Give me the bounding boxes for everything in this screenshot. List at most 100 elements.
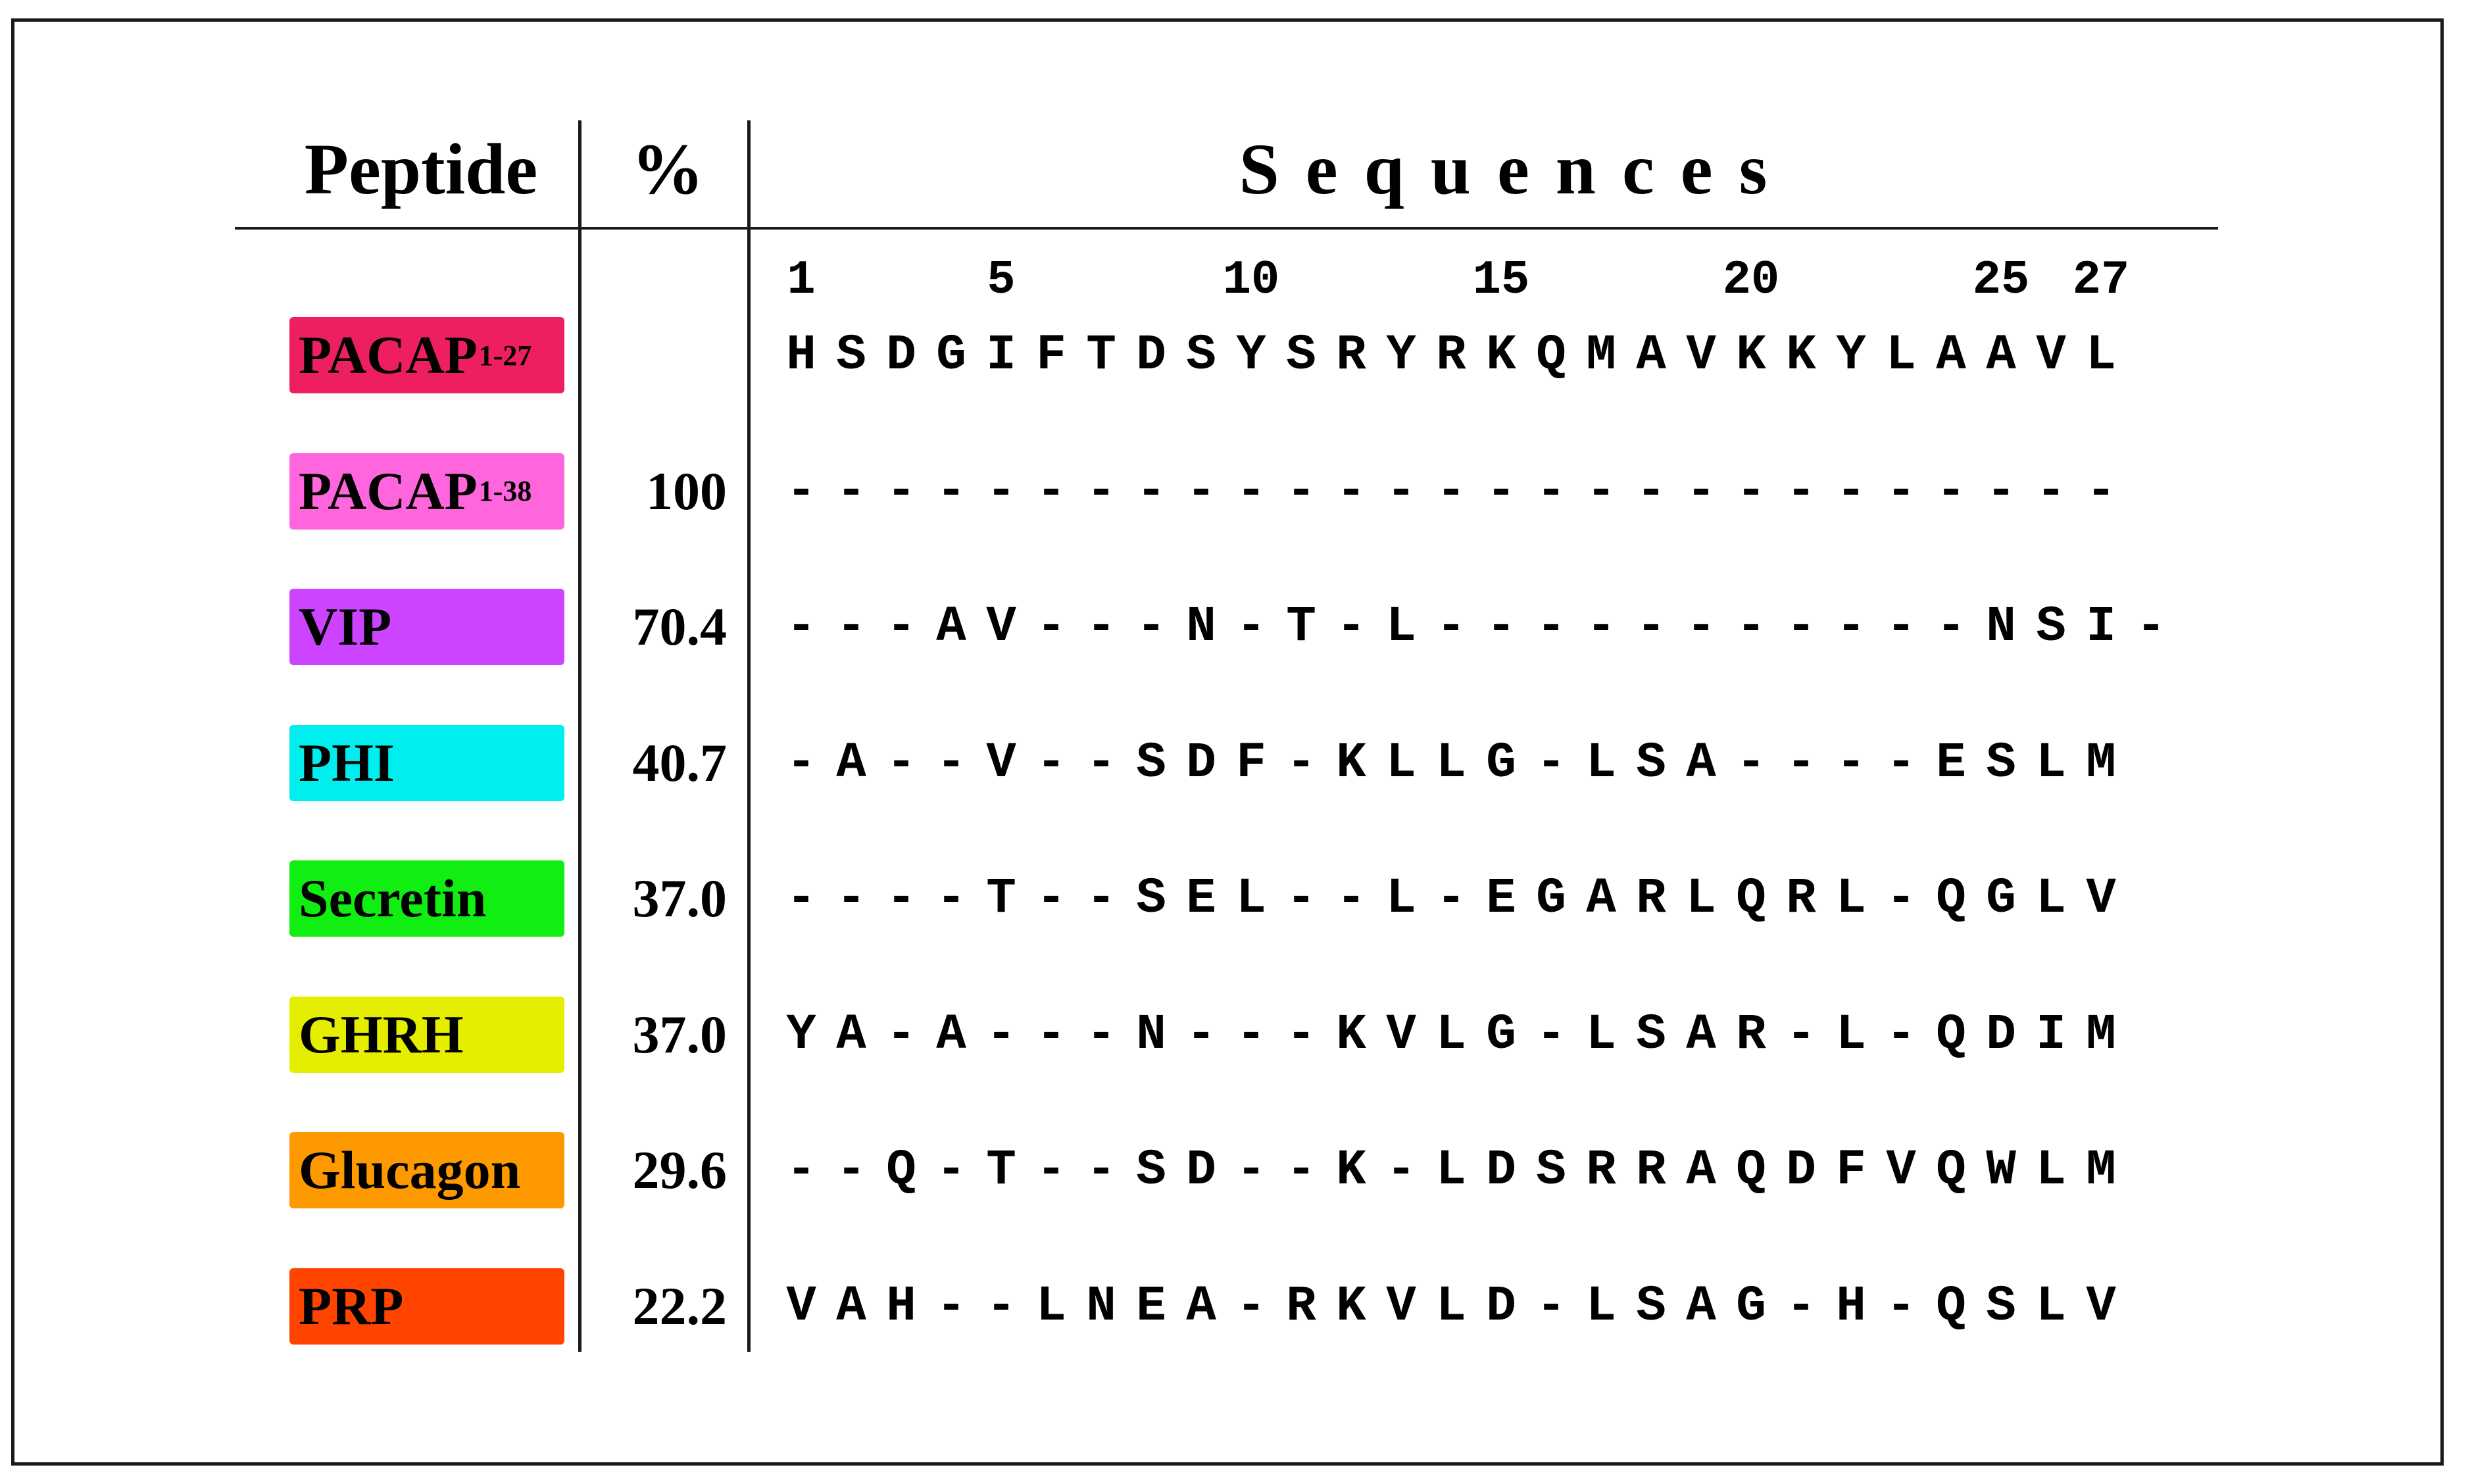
residue: R [1736, 1006, 1766, 1063]
identity-percent: 29.6 [632, 1140, 728, 1200]
residue: A [1186, 1277, 1216, 1335]
residue: - [886, 1006, 916, 1063]
residue: Q [1936, 1006, 1966, 1063]
residue: - [2036, 462, 2066, 520]
residue: - [836, 599, 866, 655]
residue: - [1886, 734, 1916, 791]
identity-percent: 22.2 [632, 1275, 728, 1336]
residue: - [1086, 870, 1116, 927]
residue: N [1086, 1277, 1116, 1335]
residue: - [1786, 462, 1816, 520]
residue: S [2036, 599, 2066, 655]
residue: - [1286, 1006, 1316, 1063]
residue: - [1336, 462, 1366, 520]
peptide-label: VIP [289, 589, 564, 665]
residue: - [836, 1142, 866, 1199]
residue: - [1886, 462, 1916, 520]
residue: - [2086, 462, 2116, 520]
residue: - [986, 1277, 1016, 1335]
residue: - [1836, 734, 1866, 791]
residue: L [1836, 870, 1866, 927]
residue: G [1536, 870, 1566, 927]
residue: L [1886, 327, 1916, 383]
residue: S [1136, 734, 1166, 791]
residue: - [786, 1142, 816, 1199]
residue: L [1436, 734, 1466, 791]
residue: V [1386, 1006, 1416, 1063]
residue: - [1286, 734, 1316, 791]
residue: - [1636, 599, 1666, 655]
residue: A [1586, 870, 1616, 927]
residue: - [936, 870, 966, 927]
residue: D [1486, 1142, 1516, 1199]
identity-percent [592, 317, 727, 393]
residue: - [1836, 462, 1866, 520]
residue: E [1136, 1277, 1166, 1335]
residue: A [1686, 1006, 1716, 1063]
residue: - [1336, 599, 1366, 655]
residue: Q [1936, 870, 1966, 927]
residue: L [2036, 870, 2066, 927]
residue: - [936, 1277, 966, 1335]
residue: E [1486, 870, 1516, 927]
residue: L [1586, 1006, 1616, 1063]
residue: A [1986, 327, 2016, 383]
residue: - [1086, 734, 1116, 791]
header-divider [235, 227, 2218, 230]
residue: K [1336, 734, 1366, 791]
residue: D [1986, 1006, 2016, 1063]
residue: Y [1836, 327, 1866, 383]
residue: V [2036, 327, 2066, 383]
residue: L [1386, 599, 1416, 655]
residue: H [1836, 1277, 1866, 1335]
header-sequences: Sequences [1239, 129, 1794, 209]
residue: - [886, 599, 916, 655]
residue: M [2086, 1006, 2116, 1063]
residue: L [1036, 1277, 1066, 1335]
residue: R [1586, 1142, 1616, 1199]
residue: - [1586, 462, 1616, 520]
column-divider-2 [747, 120, 751, 1352]
residue: - [936, 462, 966, 520]
residue: - [1036, 870, 1066, 927]
residue: S [1136, 1142, 1166, 1199]
position-number: 5 [987, 253, 1016, 307]
residue: - [836, 870, 866, 927]
peptide-label: PHI [289, 724, 564, 801]
residue: Q [886, 1142, 916, 1199]
residue: L [2036, 734, 2066, 791]
residue: G [1986, 870, 2016, 927]
residue: A [836, 734, 866, 791]
residue: E [1186, 870, 1216, 927]
residue: M [1586, 327, 1616, 383]
residue: - [1286, 1142, 1316, 1199]
residue: T [1286, 599, 1316, 655]
residue: - [1736, 462, 1766, 520]
residue: - [1436, 462, 1466, 520]
residue: D [1186, 734, 1216, 791]
residue: S [1636, 734, 1666, 791]
residue: M [2086, 734, 2116, 791]
residue: - [1236, 1006, 1266, 1063]
residue: - [1886, 1277, 1916, 1335]
residue: F [1236, 734, 1266, 791]
residue: Q [1736, 870, 1766, 927]
residue: - [786, 734, 816, 791]
residue: - [1686, 462, 1716, 520]
residue: - [986, 1006, 1016, 1063]
residue: L [2036, 1142, 2066, 1199]
residue: R [1336, 327, 1366, 383]
column-divider-1 [578, 120, 581, 1352]
identity-percent: 37.0 [632, 1004, 728, 1064]
residue: - [1186, 462, 1216, 520]
residue: Y [786, 1006, 816, 1063]
residue: - [1086, 462, 1116, 520]
residue: - [1586, 599, 1616, 655]
residue: D [1486, 1277, 1516, 1335]
residue: H [786, 327, 816, 383]
residue: - [1386, 462, 1416, 520]
residue: V [1886, 1142, 1916, 1199]
residue: Q [1936, 1142, 1966, 1199]
